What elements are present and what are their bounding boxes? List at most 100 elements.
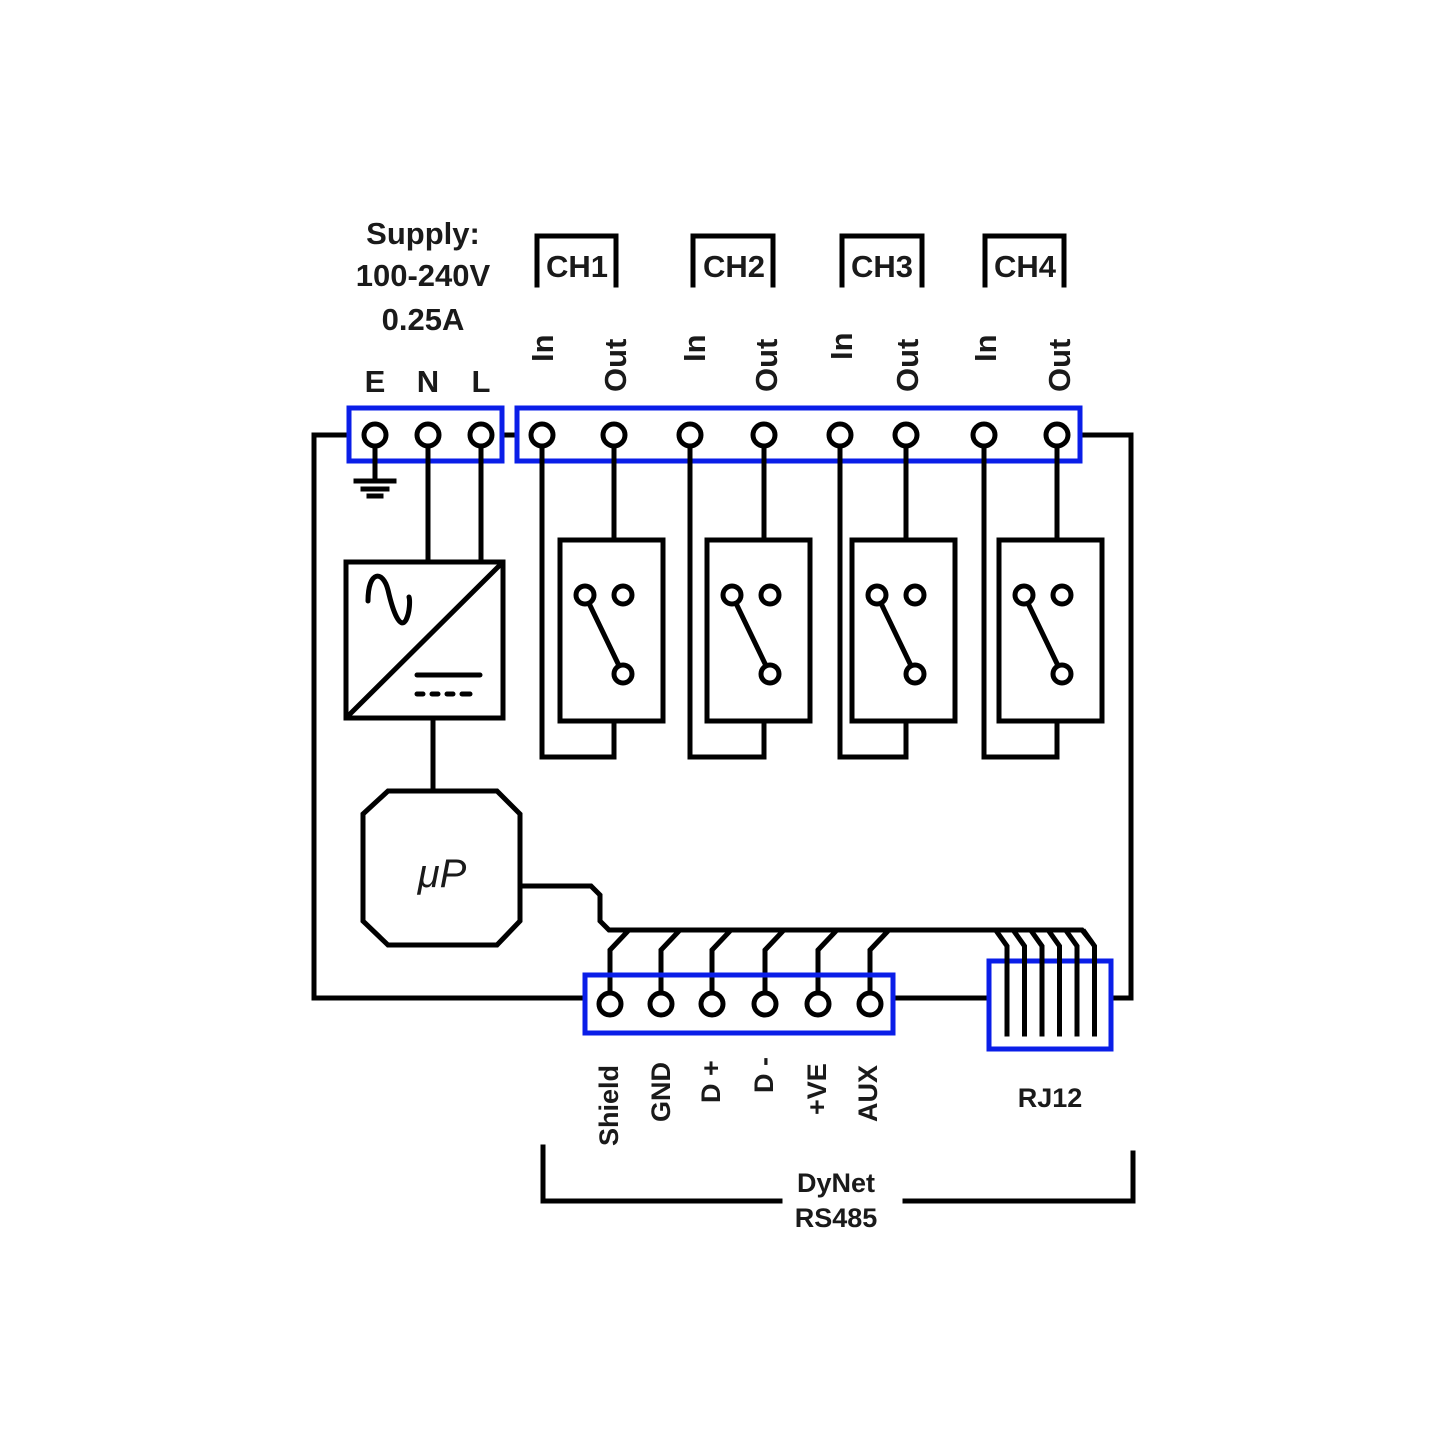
label-shield: Shield [594,1065,624,1146]
relay-ch4 [970,421,1105,760]
dynet-terminals [596,990,884,1018]
dynet-terminal-block [582,972,896,1036]
supply-title: Supply: [366,216,480,251]
bus-bracket-right [902,1150,1136,1204]
dynet-drop-wires [607,928,891,995]
supply-voltage: 100-240V [356,258,491,293]
channel-header-ch3: CH3 [839,233,925,288]
switch-contact-common [1012,583,1036,607]
relay-group [528,421,1105,760]
in-wire [837,443,909,760]
drop-wire-d [709,928,733,995]
drop-wire-d [762,928,786,995]
switch-contact-closed [758,662,782,686]
rj12-pin [1081,928,1097,1037]
relay-ch3 [826,421,958,760]
rj12-label: RJ12 [1018,1083,1083,1113]
terminal-ch3-in[interactable] [826,421,854,449]
channel-bracket [690,233,776,288]
relay-ch2 [676,421,813,760]
switch-arm [582,592,626,677]
channel-header-ch2: CH2 [690,233,776,288]
switch-contact-common [720,583,744,607]
terminal-ch4-out[interactable] [1043,421,1071,449]
rj12-connector[interactable] [986,958,1114,1052]
switch-contact-open [611,583,635,607]
channel-bracket [839,233,925,288]
cpu-label: μP [417,852,467,896]
bus-label-dynet: DyNet [797,1168,875,1198]
switch-contact-common [865,583,889,607]
rj12-pin [1063,928,1080,1037]
relay-box [996,537,1105,724]
bus-label-rs485: RS485 [795,1203,878,1233]
terminal-ch4-in[interactable] [970,421,998,449]
ch3-in-label: In [824,332,859,360]
supply-terminal-labels: E N L [365,364,491,399]
dynet-terminal-labels: Shield GND D + D - +VE AUX [594,1057,883,1146]
channel-header-ch4: CH4 [982,233,1067,288]
label-d-minus: D - [749,1057,779,1093]
ground-icon [353,478,397,499]
ch3-out-label: Out [890,339,925,392]
relay-box [849,537,958,724]
ch2-in-label: In [677,334,712,362]
ac-sine-icon [365,573,413,626]
ac-dc-converter [343,559,506,721]
switch-contact-common [573,583,597,607]
rj12-pin [1046,928,1062,1037]
ch4-out-label: Out [1042,339,1077,392]
supply-label: Supply: 100-240V 0.25A [356,216,491,337]
switch-contact-closed [903,662,927,686]
label-gnd: GND [646,1062,676,1122]
in-wire [539,443,617,760]
switch-contact-open [758,583,782,607]
channel-name: CH1 [546,249,608,284]
switch-arm [729,592,773,677]
right-wire-loop [1077,432,1134,1001]
ch2-out-label: Out [749,339,784,392]
channel-bracket [534,233,619,288]
switch-arm [874,592,918,677]
terminal-ch2-in[interactable] [676,421,704,449]
terminal-ch1-out[interactable] [600,421,628,449]
terminal-d[interactable] [751,990,779,1018]
channel-bracket [982,233,1067,288]
supply-current: 0.25A [382,302,465,337]
terminal-label-l: L [472,364,491,399]
terminal-ch1-in[interactable] [528,421,556,449]
microprocessor: μP [360,788,523,948]
terminal-l[interactable] [467,421,495,449]
left-wire-loop [311,432,588,1001]
ch1-in-label: In [525,334,560,362]
terminal-aux[interactable] [856,990,884,1018]
drop-wire-gnd [658,928,682,995]
channel-name: CH4 [994,249,1057,284]
terminal-ve[interactable] [804,990,832,1018]
label-plus-ve: +VE [802,1063,832,1115]
terminal-d[interactable] [698,990,726,1018]
channel-name: CH2 [703,249,765,284]
relay-box [704,537,813,724]
terminal-n[interactable] [414,421,442,449]
channel-name: CH3 [851,249,913,284]
drop-wire-shield [607,928,631,995]
terminal-e[interactable] [361,421,389,449]
relay-box [557,537,666,724]
converter-diagonal [344,560,505,720]
dynet-bus-wire [517,883,1094,944]
channel-terminal-block [514,405,1083,464]
terminal-ch2-out[interactable] [750,421,778,449]
relay-ch1 [528,421,666,760]
label-aux: AUX [853,1065,883,1122]
terminal-ch3-out[interactable] [892,421,920,449]
terminal-shield[interactable] [596,990,624,1018]
terminal-label-n: N [417,364,439,399]
rj12-pin [993,928,1010,1037]
terminal-gnd[interactable] [647,990,675,1018]
switch-arm [1021,592,1065,677]
drop-wire-aux [867,928,891,995]
switch-contact-open [903,583,927,607]
channel-header-ch1: CH1 [534,233,619,288]
